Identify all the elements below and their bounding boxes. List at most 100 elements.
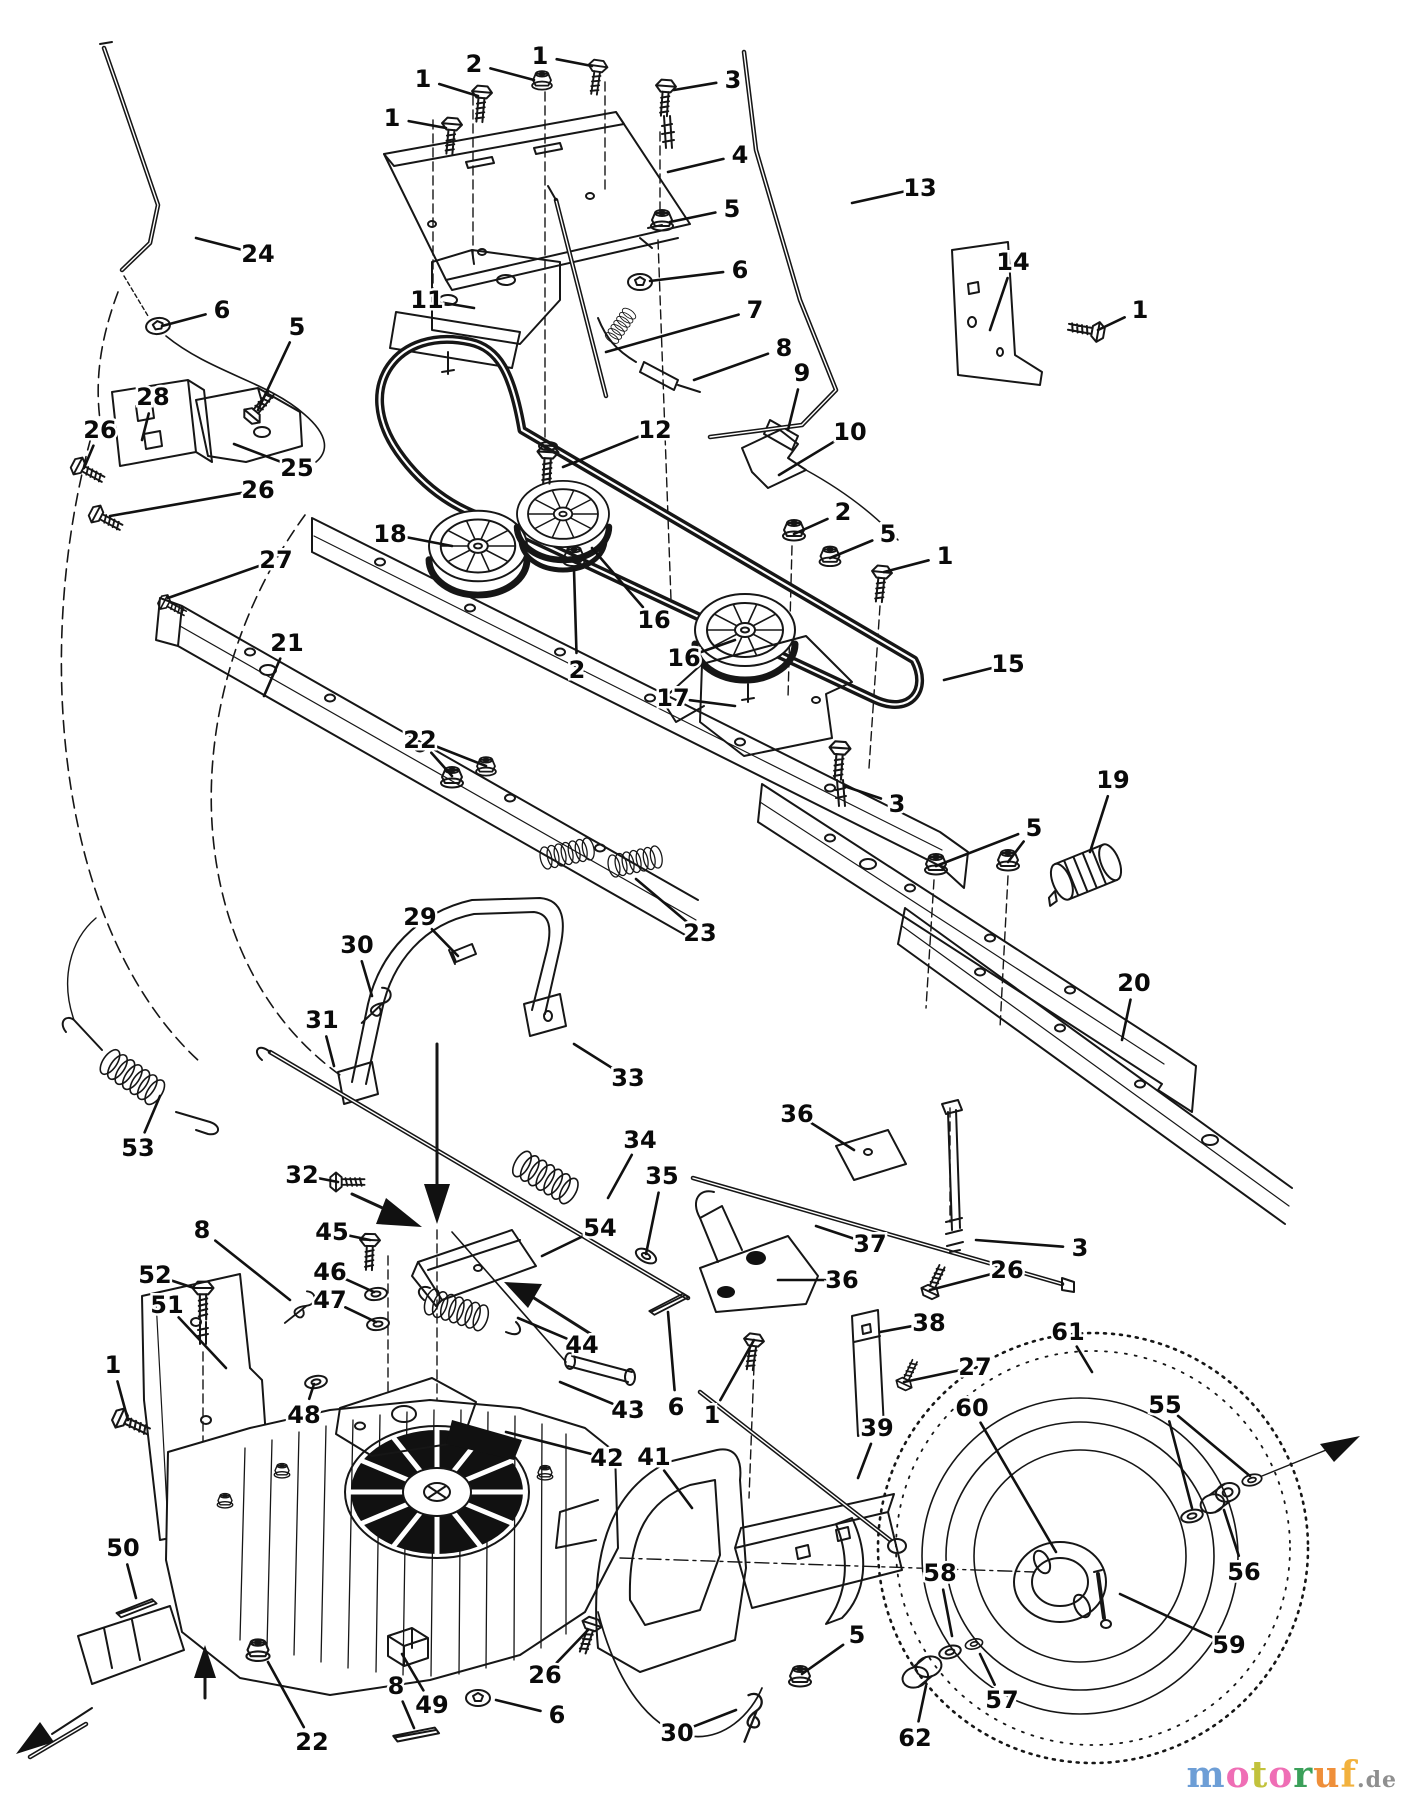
callout-31: 31 bbox=[305, 1006, 338, 1034]
callout-leader-14 bbox=[988, 276, 1009, 332]
mount-bracket-11 bbox=[389, 249, 561, 375]
callout-leader-43 bbox=[558, 1380, 614, 1405]
stack-pulley-16 bbox=[517, 481, 609, 573]
belt-and-pulleys bbox=[375, 334, 1123, 907]
callout-9: 9 bbox=[794, 359, 811, 387]
callout-19: 19 bbox=[1096, 766, 1129, 794]
arrow-southeast bbox=[350, 1192, 422, 1227]
callout-leader-1 bbox=[1096, 316, 1126, 332]
callout-56: 56 bbox=[1227, 1558, 1260, 1586]
callout-leader-11 bbox=[442, 301, 476, 310]
callout-6: 6 bbox=[732, 256, 749, 284]
callout-leader-8 bbox=[401, 1700, 416, 1730]
callout-25: 25 bbox=[280, 454, 313, 482]
callout-leader-7 bbox=[604, 313, 740, 354]
engine-mount-plate-assembly bbox=[99, 41, 1043, 541]
lower-cable bbox=[597, 1611, 763, 1738]
callout-leader-9 bbox=[786, 388, 800, 432]
bolt-3-mid bbox=[826, 739, 852, 807]
callout-leader-5 bbox=[668, 211, 717, 224]
callout-leader-30 bbox=[691, 1708, 738, 1729]
strap-bracket-38 bbox=[851, 1309, 885, 1437]
callout-leader-29 bbox=[430, 927, 460, 958]
callout-36: 36 bbox=[825, 1266, 858, 1294]
callout-53: 53 bbox=[121, 1134, 154, 1162]
direction-arrows bbox=[16, 1042, 1360, 1754]
callout-leader-3 bbox=[974, 1238, 1065, 1248]
callout-26: 26 bbox=[990, 1256, 1023, 1284]
cable-segment bbox=[165, 335, 326, 463]
callout-leader-18 bbox=[405, 535, 454, 548]
callout-8: 8 bbox=[388, 1672, 405, 1700]
callout-leader-25 bbox=[232, 442, 283, 464]
axle-washers-55 bbox=[1178, 1471, 1264, 1526]
callout-leader-53 bbox=[143, 1094, 162, 1134]
motoruf-watermark-logo: motoruf.de bbox=[1187, 1754, 1397, 1796]
lift-handle-33 bbox=[337, 897, 567, 1105]
callout-51: 51 bbox=[150, 1291, 183, 1319]
arrow-southwest bbox=[16, 1707, 93, 1754]
idler-arm-42-43 bbox=[335, 1231, 636, 1460]
callout-22: 22 bbox=[403, 726, 436, 754]
bolt-3-top bbox=[652, 78, 678, 149]
callout-leader-6 bbox=[666, 1310, 676, 1392]
callout-8: 8 bbox=[194, 1216, 211, 1244]
bolt-3-right bbox=[941, 1099, 964, 1253]
callout-2: 2 bbox=[466, 50, 483, 78]
callout-45: 45 bbox=[315, 1218, 348, 1246]
callout-37: 37 bbox=[853, 1230, 886, 1258]
support-bracket bbox=[734, 1493, 903, 1625]
callout-36: 36 bbox=[780, 1100, 813, 1128]
callout-12: 12 bbox=[638, 416, 671, 444]
callout-17: 17 bbox=[656, 684, 689, 712]
callout-29: 29 bbox=[403, 903, 436, 931]
callout-34: 34 bbox=[623, 1126, 656, 1154]
callout-13: 13 bbox=[903, 174, 936, 202]
callout-1: 1 bbox=[105, 1351, 122, 1379]
callout-43: 43 bbox=[611, 1396, 644, 1424]
callout-leader-1 bbox=[719, 1338, 756, 1402]
callout-leader-22 bbox=[429, 751, 454, 778]
callout-5: 5 bbox=[880, 520, 897, 548]
bellcrank-36 bbox=[695, 1190, 819, 1313]
frame-rail-21 bbox=[155, 597, 699, 941]
callout-52: 52 bbox=[138, 1261, 171, 1289]
callout-5: 5 bbox=[1026, 814, 1043, 842]
callout-22: 22 bbox=[295, 1728, 328, 1756]
callout-leader-15 bbox=[942, 666, 993, 682]
callout-5: 5 bbox=[849, 1621, 866, 1649]
callout-26: 26 bbox=[528, 1661, 561, 1689]
valve-stem-59 bbox=[1093, 1569, 1112, 1629]
callout-leader-31 bbox=[324, 1035, 336, 1068]
rear-wheel-61 bbox=[876, 1331, 1337, 1765]
idler-pulley-18 bbox=[429, 511, 527, 595]
callout-54: 54 bbox=[583, 1214, 616, 1242]
callout-35: 35 bbox=[645, 1162, 678, 1190]
callout-1: 1 bbox=[415, 65, 432, 93]
callout-leader-6 bbox=[648, 270, 725, 283]
callout-2: 2 bbox=[835, 498, 852, 526]
callout-61: 61 bbox=[1051, 1318, 1084, 1346]
callout-38: 38 bbox=[912, 1309, 945, 1337]
callout-55: 55 bbox=[1148, 1391, 1181, 1419]
callout-leader-lines bbox=[82, 57, 1252, 1730]
callout-leader-22 bbox=[266, 1660, 306, 1729]
bolt-52 bbox=[191, 1280, 215, 1345]
callout-leader-50 bbox=[125, 1563, 138, 1600]
callout-47: 47 bbox=[313, 1286, 346, 1314]
callout-leader-51 bbox=[177, 1316, 228, 1370]
callout-57: 57 bbox=[985, 1686, 1018, 1714]
callout-leader-62 bbox=[917, 1684, 928, 1723]
spring-44 bbox=[417, 1286, 522, 1336]
callout-leader-6 bbox=[160, 313, 207, 328]
axle-block-49 bbox=[387, 1627, 429, 1667]
callout-leader-2 bbox=[792, 517, 829, 536]
callout-16: 16 bbox=[667, 644, 700, 672]
callout-leader-60 bbox=[979, 1421, 1058, 1554]
clutch-rod-31-spring-34 bbox=[255, 1046, 691, 1301]
callout-leader-45 bbox=[347, 1234, 372, 1242]
long-bolts-3 bbox=[652, 78, 964, 1253]
callout-27: 27 bbox=[259, 546, 292, 574]
